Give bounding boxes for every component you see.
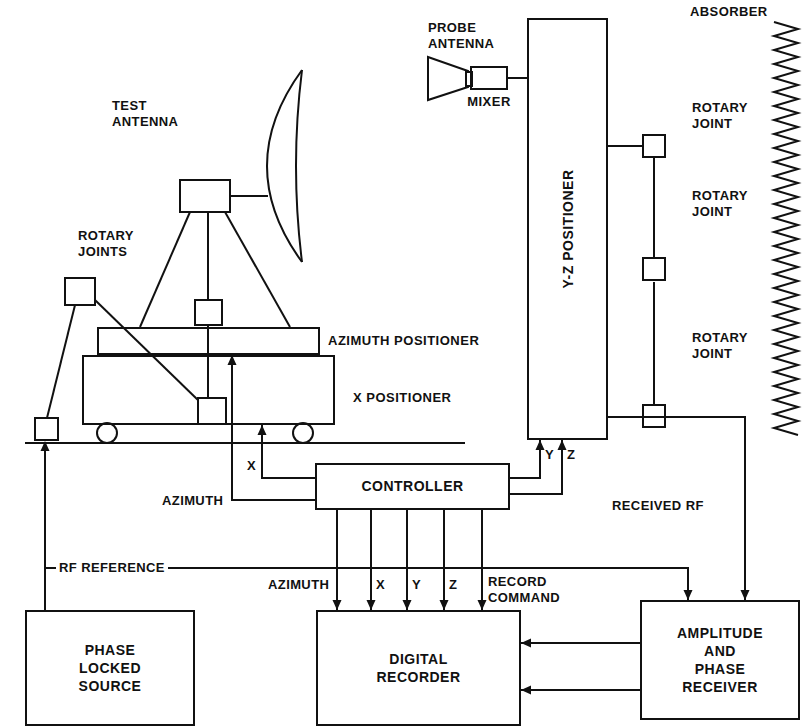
connector xyxy=(521,686,640,695)
connector xyxy=(228,355,316,500)
arrow-head xyxy=(478,600,487,610)
part-label: TEST ANTENNA xyxy=(112,98,178,129)
connector xyxy=(258,425,316,478)
rotary-joint-symbol xyxy=(643,258,665,280)
connector-line xyxy=(521,689,640,691)
connector xyxy=(403,510,412,610)
part-name: AZIMUTH POSITIONER xyxy=(328,333,479,350)
rotary-joint-symbol xyxy=(65,278,95,305)
arrow-head xyxy=(521,639,531,648)
part-label: ROTARY JOINT xyxy=(692,188,748,219)
tripod-leg xyxy=(207,212,209,300)
box-label: CONTROLLER xyxy=(361,477,463,495)
arrow-head xyxy=(367,600,376,610)
signal-label: X xyxy=(376,577,385,593)
connector-line xyxy=(262,425,315,478)
connector xyxy=(333,510,342,610)
arrow-head xyxy=(521,686,531,695)
tripod-leg xyxy=(225,212,290,327)
part-label: ABSORBER xyxy=(690,4,768,20)
connector xyxy=(478,510,487,610)
rotary-joint-symbol xyxy=(35,418,58,440)
connector-line xyxy=(510,440,540,478)
box-label: PHASE LOCKED SOURCE xyxy=(79,641,142,696)
feed-strut xyxy=(230,195,268,197)
positioner-cart: X POSITIONER xyxy=(82,355,335,425)
connector xyxy=(508,78,527,79)
signal-label: RF REFERENCE xyxy=(56,560,168,576)
connector xyxy=(510,440,567,494)
connector-line xyxy=(481,510,483,610)
arrow-head xyxy=(558,440,567,450)
box-label: DIGITAL RECORDER xyxy=(376,650,460,686)
part-label: ROTARY JOINT xyxy=(692,330,748,361)
signal-label: AZIMUTH xyxy=(268,577,329,593)
horn-antenna xyxy=(428,57,468,100)
arrow-head xyxy=(403,600,412,610)
connector xyxy=(440,510,449,610)
rf-cable xyxy=(95,300,200,402)
arrow-head xyxy=(741,590,750,600)
signal-label: RECEIVED RF xyxy=(612,498,704,514)
signal-label: Z xyxy=(449,577,457,593)
positioner-column: Y-Z POSITIONER xyxy=(527,18,608,440)
cart-wheel xyxy=(293,423,313,443)
part-name: X POSITIONER xyxy=(353,390,451,407)
arrow-head xyxy=(258,425,267,435)
part-label: ROTARY JOINTS xyxy=(78,228,134,259)
rotary-joint-symbol xyxy=(643,135,665,157)
part-label: ROTARY JOINT xyxy=(692,100,748,131)
connector-line xyxy=(508,77,527,79)
waveguide xyxy=(608,145,643,147)
connector-line xyxy=(232,355,315,500)
dish-reflector xyxy=(267,70,302,262)
rf-cable xyxy=(47,305,75,418)
signal-label: Z xyxy=(567,447,575,463)
feed-box xyxy=(180,180,230,212)
connector xyxy=(367,510,376,610)
connector xyxy=(608,417,750,600)
part-name: MIXER xyxy=(467,94,511,111)
rf-cable xyxy=(207,325,209,398)
dish-rim xyxy=(296,70,302,262)
arrow-head xyxy=(333,600,342,610)
process-box: PHASE LOCKED SOURCE xyxy=(25,610,195,726)
process-box: CONTROLLER xyxy=(315,463,510,510)
absorber-symbol xyxy=(774,22,798,435)
connector-line xyxy=(336,510,338,610)
tripod-leg xyxy=(140,212,190,327)
signal-label: Y xyxy=(545,447,554,463)
connector-line xyxy=(510,440,562,494)
waveguide xyxy=(653,157,655,258)
signal-label: AZIMUTH xyxy=(162,493,223,509)
rotary-joint-symbol xyxy=(198,398,226,424)
box-label: Y-Z POSITIONER xyxy=(558,169,576,288)
box-label: AMPLITUDE AND PHASE RECEIVER xyxy=(677,624,763,697)
part-label: PROBE ANTENNA xyxy=(428,20,494,51)
cart-wheel xyxy=(97,423,117,443)
positioner-platform: AZIMUTH POSITIONER xyxy=(97,327,320,355)
connector xyxy=(521,639,640,648)
signal-label: RECORD COMMAND xyxy=(488,574,560,605)
signal-label: X xyxy=(247,458,256,474)
arrow-head xyxy=(41,441,50,451)
mixer-box: MIXER xyxy=(470,66,508,90)
process-box: AMPLITUDE AND PHASE RECEIVER xyxy=(640,600,800,720)
arrow-head xyxy=(684,590,693,600)
connector-line xyxy=(608,417,745,600)
arrow-head xyxy=(440,600,449,610)
signal-label: Y xyxy=(412,577,421,593)
ground-rail xyxy=(25,442,465,444)
waveguide xyxy=(653,282,655,405)
connector-line xyxy=(521,642,640,644)
rotary-joint-symbol xyxy=(195,300,222,325)
arrow-head xyxy=(536,440,545,450)
connector-line xyxy=(443,510,445,610)
connector xyxy=(510,440,545,478)
connector-line xyxy=(406,510,408,610)
rf-reference-line xyxy=(44,450,46,568)
connector-line xyxy=(370,510,372,610)
process-box: DIGITAL RECORDER xyxy=(316,610,521,726)
